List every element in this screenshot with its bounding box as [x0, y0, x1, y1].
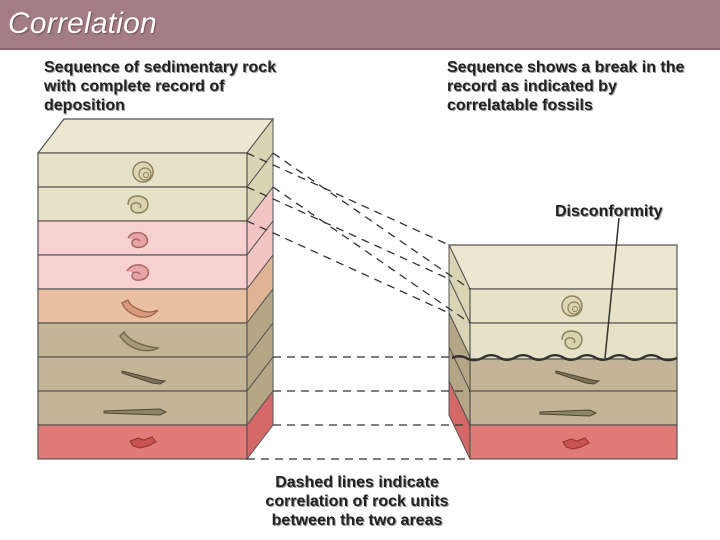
correlation-lines — [246, 152, 471, 460]
ammonite-icon — [132, 161, 154, 183]
correlation-line — [246, 220, 450, 314]
disconformity-pointer — [604, 217, 620, 359]
right-column-top-face — [448, 244, 678, 290]
left-rock-column — [36, 117, 275, 461]
curved-shell-icon — [119, 330, 160, 352]
title-bar: Correlation — [0, 0, 720, 50]
correlation-line — [272, 152, 471, 290]
left-layer-8 — [37, 390, 248, 426]
belemnite-icon — [121, 370, 167, 385]
snail-icon — [127, 195, 149, 214]
left-caption: Sequence of sedimentary rock with comple… — [44, 59, 277, 114]
correlation-line — [246, 186, 450, 280]
snail-icon — [127, 231, 149, 249]
correlation-line — [246, 152, 450, 246]
snail-icon — [126, 264, 150, 281]
disconformity-line — [451, 354, 678, 362]
snail-icon — [561, 330, 583, 350]
disconformity-label: Disconformity — [555, 203, 663, 220]
bottom-caption: Dashed lines indicate correlation of roc… — [265, 474, 449, 529]
left-layer-5 — [37, 288, 248, 324]
curved-shell-icon — [121, 299, 159, 318]
belemnite-icon — [539, 409, 598, 417]
shell-fragment-icon — [562, 437, 590, 450]
right-caption: Sequence shows a break in the record as … — [447, 59, 685, 114]
belemnite-icon — [103, 408, 168, 416]
right-rock-column — [448, 244, 678, 460]
left-layer-6 — [37, 322, 248, 358]
ammonite-icon — [561, 295, 583, 317]
correlation-line — [272, 186, 471, 324]
page-title: Correlation — [8, 7, 157, 40]
shell-fragment-icon — [129, 436, 157, 449]
right-layer-4 — [469, 390, 678, 426]
left-column-top-face — [36, 118, 275, 154]
left-layer-7 — [37, 356, 248, 392]
belemnite-icon — [555, 370, 601, 385]
